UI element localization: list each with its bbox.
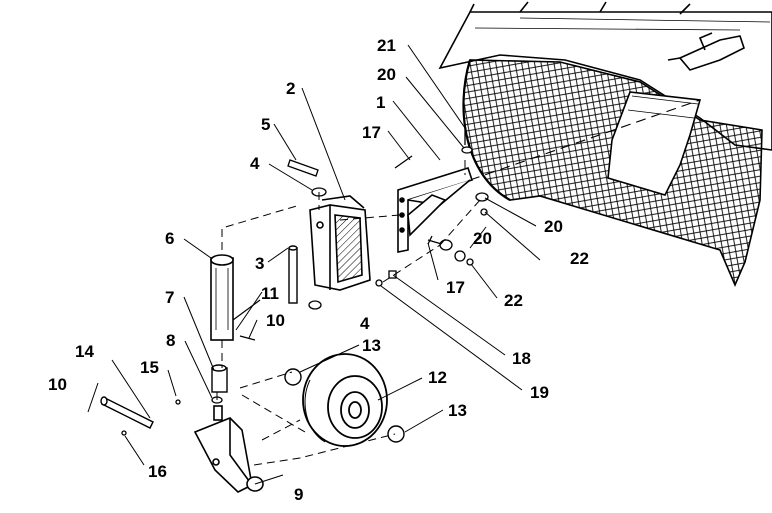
callout-14: 14 xyxy=(75,342,94,361)
callout-18: 18 xyxy=(512,349,531,368)
callout-10-right: 10 xyxy=(266,311,285,330)
callout-labels: 1 2 3 4 4 5 6 7 8 9 10 10 11 12 13 13 14… xyxy=(48,36,589,504)
callout-7: 7 xyxy=(165,288,174,307)
drum-housing xyxy=(438,1,772,288)
callout-1: 1 xyxy=(376,93,385,112)
callout-5: 5 xyxy=(261,115,270,134)
caster-mount-plate xyxy=(309,195,371,291)
callout-12: 12 xyxy=(428,368,447,387)
callout-17-lower: 17 xyxy=(446,278,465,297)
callout-6: 6 xyxy=(165,229,174,248)
axle xyxy=(100,396,154,429)
assembly-lines xyxy=(216,160,481,466)
callout-15: 15 xyxy=(140,358,159,377)
callout-10-left: 10 xyxy=(48,375,67,394)
callout-22-right: 22 xyxy=(570,249,589,268)
callout-9: 9 xyxy=(294,485,303,504)
callout-17-upper: 17 xyxy=(362,123,381,142)
callout-13-lower: 13 xyxy=(448,401,467,420)
swivel-post xyxy=(210,254,261,341)
callout-4-upper: 4 xyxy=(250,154,260,173)
spacer xyxy=(211,364,228,393)
callout-20-right: 20 xyxy=(544,217,563,236)
callout-20-upper: 20 xyxy=(377,65,396,84)
callout-2: 2 xyxy=(286,79,295,98)
caster-fork xyxy=(193,405,264,493)
bushings xyxy=(284,368,405,443)
callout-20-middle: 20 xyxy=(473,229,492,248)
callout-11: 11 xyxy=(261,284,279,303)
callout-21: 21 xyxy=(377,36,396,55)
callout-8: 8 xyxy=(166,331,175,350)
callout-16: 16 xyxy=(148,462,167,481)
wheel xyxy=(302,353,388,447)
callout-19: 19 xyxy=(530,383,549,402)
leader-lines xyxy=(87,44,541,485)
mount-bracket xyxy=(397,167,474,253)
callout-3: 3 xyxy=(255,254,264,273)
callout-13-upper: 13 xyxy=(362,336,381,355)
callout-4-lower: 4 xyxy=(360,314,370,333)
callout-22-lower: 22 xyxy=(504,291,523,310)
pin xyxy=(288,245,298,304)
